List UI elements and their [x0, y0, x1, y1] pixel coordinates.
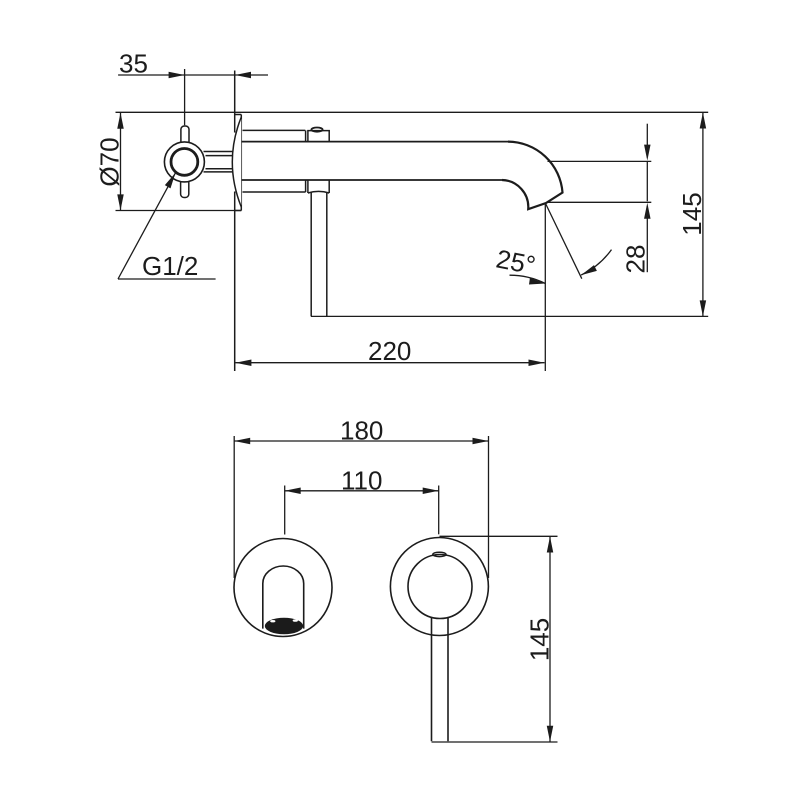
- svg-text:Ø70: Ø70: [95, 137, 125, 186]
- svg-text:25°: 25°: [494, 243, 538, 280]
- svg-text:G1/2: G1/2: [142, 251, 198, 281]
- svg-text:145: 145: [525, 618, 555, 661]
- svg-text:145: 145: [677, 192, 707, 235]
- svg-text:110: 110: [341, 466, 382, 496]
- svg-text:220: 220: [368, 336, 411, 366]
- svg-text:35: 35: [119, 49, 148, 79]
- svg-text:28: 28: [621, 245, 651, 274]
- svg-text:180: 180: [340, 416, 383, 446]
